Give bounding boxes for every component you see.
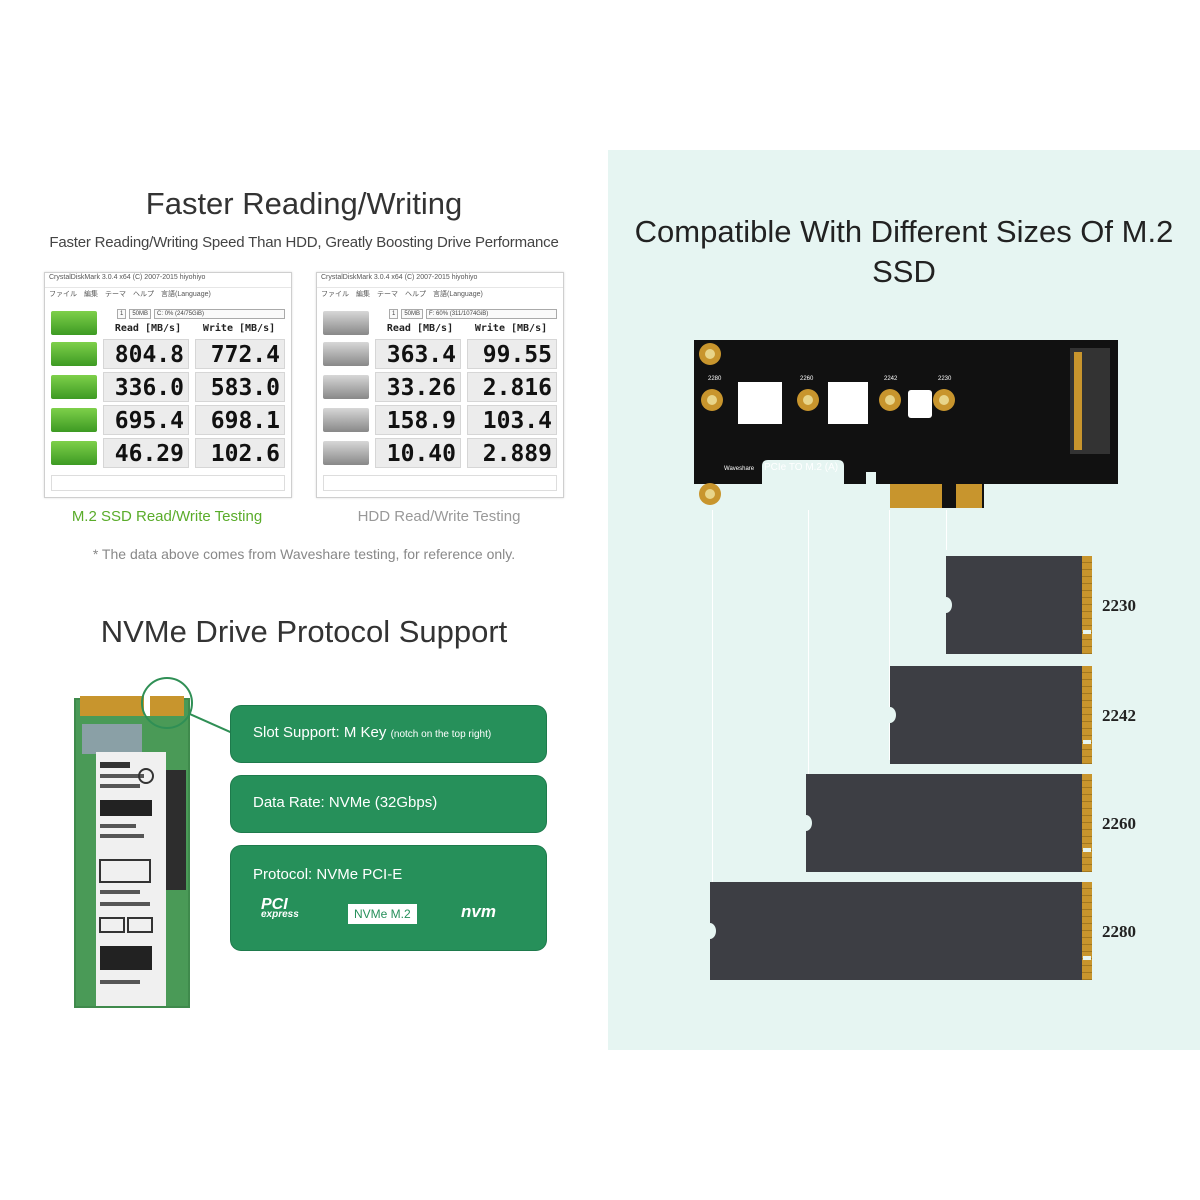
test-button[interactable] xyxy=(323,375,369,399)
result-row: 10.40 2.889 xyxy=(323,438,557,468)
hdd-benchmark-window: CrystalDiskMark 3.0.4 x64 (C) 2007-2015 … xyxy=(316,272,564,498)
slot-label: Slot Support: M Key xyxy=(253,724,387,741)
guide-line xyxy=(889,510,890,760)
comment-field[interactable] xyxy=(323,475,557,491)
m2-ssd-image xyxy=(74,694,190,1008)
key-notch-highlight xyxy=(141,677,193,729)
nvme-title: NVMe Drive Protocol Support xyxy=(100,614,508,649)
test-button[interactable] xyxy=(51,342,97,366)
write-value: 103.4 xyxy=(467,405,557,435)
count-select[interactable]: 1 xyxy=(117,309,127,319)
all-button[interactable] xyxy=(51,311,97,335)
write-header: Write [MB/s] xyxy=(474,323,548,334)
compatibility-panel: Compatible With Different Sizes Of M.2 S… xyxy=(608,150,1200,1050)
read-value: 695.4 xyxy=(103,405,189,435)
window-menu: ファイル 編集 テーマ ヘルプ 言語(Language) xyxy=(49,291,211,298)
write-value: 698.1 xyxy=(195,405,285,435)
ssd-benchmark-window: CrystalDiskMark 3.0.4 x64 (C) 2007-2015 … xyxy=(44,272,292,498)
size-select[interactable]: 50MB xyxy=(129,309,152,319)
write-value: 2.889 xyxy=(467,438,557,468)
drive-select[interactable]: C: 0% (24/75GiB) xyxy=(154,309,285,319)
hdd-caption: HDD Read/Write Testing xyxy=(357,508,521,525)
size-label-2230: 2230 xyxy=(1102,596,1136,615)
read-header: Read [MB/s] xyxy=(386,323,454,334)
test-button[interactable] xyxy=(323,408,369,432)
svg-text:2242: 2242 xyxy=(884,376,898,382)
window-menu: ファイル 編集 テーマ ヘルプ 言語(Language) xyxy=(321,291,483,298)
rw-subtitle: Faster Reading/Writing Speed Than HDD, G… xyxy=(49,234,559,251)
slot-note: (notch on the top right) xyxy=(390,729,492,740)
test-button[interactable] xyxy=(323,342,369,366)
ssd-2242 xyxy=(884,666,1092,764)
rw-title: Faster Reading/Writing xyxy=(145,186,463,221)
write-value: 99.55 xyxy=(467,339,557,369)
disclaimer-note: * The data above comes from Waveshare te… xyxy=(92,546,516,562)
read-value: 158.9 xyxy=(375,405,461,435)
result-row: 158.9 103.4 xyxy=(323,405,557,435)
test-settings: 1 50MB F: 60% (311/1074GiB) xyxy=(389,309,557,319)
read-header: Read [MB/s] xyxy=(114,323,182,334)
svg-text:2260: 2260 xyxy=(800,376,814,382)
comment-field[interactable] xyxy=(51,475,285,491)
guide-line xyxy=(946,510,947,550)
result-row: 363.4 99.55 xyxy=(323,339,557,369)
test-button[interactable] xyxy=(51,408,97,432)
drive-select[interactable]: F: 60% (311/1074GiB) xyxy=(426,309,557,319)
rate-label: Data Rate: NVMe (32Gbps) xyxy=(253,794,438,811)
read-value: 804.8 xyxy=(103,339,189,369)
result-row: 336.0 583.0 xyxy=(51,372,285,402)
pcie-adapter-board-image: 2280 2260 2242 2230 Waveshare PCIe TO M.… xyxy=(694,340,1118,508)
nvme-m2-logo: NVMe M.2 xyxy=(348,904,417,924)
guide-line xyxy=(808,510,809,870)
guide-line xyxy=(712,510,713,980)
result-row: 33.26 2.816 xyxy=(323,372,557,402)
window-titlebar: CrystalDiskMark 3.0.4 x64 (C) 2007-2015 … xyxy=(317,273,563,288)
ssd-2260 xyxy=(800,774,1092,872)
count-select[interactable]: 1 xyxy=(389,309,399,319)
write-value: 2.816 xyxy=(467,372,557,402)
read-value: 33.26 xyxy=(375,372,461,402)
callout-line xyxy=(189,713,234,735)
all-button[interactable] xyxy=(323,311,369,335)
test-button[interactable] xyxy=(51,375,97,399)
ssd-2230 xyxy=(940,556,1092,654)
test-settings: 1 50MB C: 0% (24/75GiB) xyxy=(117,309,285,319)
slot-support-badge: Slot Support: M Key (notch on the top ri… xyxy=(231,706,546,762)
size-label-2242: 2242 xyxy=(1102,706,1136,725)
write-value: 583.0 xyxy=(195,372,285,402)
result-row: 46.29 102.6 xyxy=(51,438,285,468)
read-value: 336.0 xyxy=(103,372,189,402)
size-select[interactable]: 50MB xyxy=(401,309,424,319)
svg-text:PCIe TO M.2 (A): PCIe TO M.2 (A) xyxy=(764,462,838,473)
ssd-2280 xyxy=(704,882,1092,980)
compat-title: Compatible With Different Sizes Of M.2 S… xyxy=(634,214,1174,289)
ssd-caption: M.2 SSD Read/Write Testing xyxy=(71,508,263,525)
write-header: Write [MB/s] xyxy=(202,323,276,334)
size-label-2280: 2280 xyxy=(1102,922,1136,941)
svg-text:Waveshare: Waveshare xyxy=(724,466,755,472)
test-button[interactable] xyxy=(51,441,97,465)
svg-text:2230: 2230 xyxy=(938,376,952,382)
svg-text:2280: 2280 xyxy=(708,376,722,382)
write-value: 102.6 xyxy=(195,438,285,468)
result-row: 804.8 772.4 xyxy=(51,339,285,369)
write-value: 772.4 xyxy=(195,339,285,369)
read-value: 363.4 xyxy=(375,339,461,369)
protocol-label: Protocol: NVMe PCI-E xyxy=(253,866,403,883)
test-button[interactable] xyxy=(323,441,369,465)
window-titlebar: CrystalDiskMark 3.0.4 x64 (C) 2007-2015 … xyxy=(45,273,291,288)
result-row: 695.4 698.1 xyxy=(51,405,285,435)
data-rate-badge: Data Rate: NVMe (32Gbps) xyxy=(231,776,546,832)
read-value: 46.29 xyxy=(103,438,189,468)
size-label-2260: 2260 xyxy=(1102,814,1136,833)
read-value: 10.40 xyxy=(375,438,461,468)
nvm-express-logo: nvm xyxy=(461,902,496,921)
